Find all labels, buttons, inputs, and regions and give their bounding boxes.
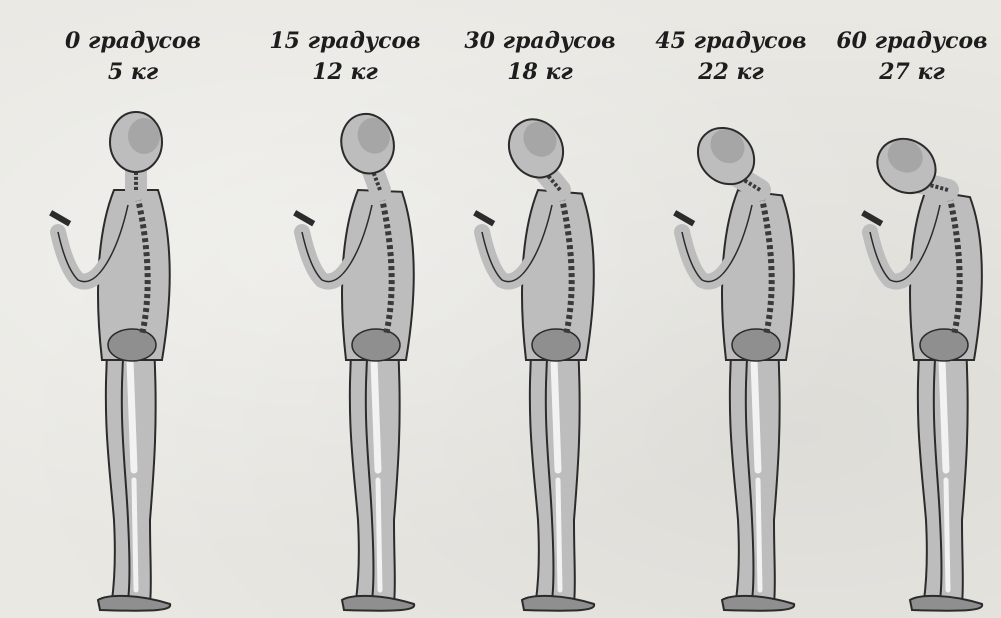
feet xyxy=(522,596,594,611)
phone-icon xyxy=(473,210,495,226)
tibia xyxy=(378,480,380,590)
tibia xyxy=(558,480,560,590)
pelvis xyxy=(108,329,156,361)
pelvis xyxy=(352,329,400,361)
feet xyxy=(342,596,414,611)
phone-icon xyxy=(861,210,883,226)
figure-3 xyxy=(673,116,794,610)
feet xyxy=(98,596,170,611)
tibia xyxy=(946,480,948,590)
pelvis xyxy=(532,329,580,361)
feet xyxy=(722,596,794,611)
pelvis xyxy=(732,329,780,361)
figure-1 xyxy=(293,108,414,611)
figure-2 xyxy=(473,109,594,610)
phone-icon xyxy=(293,210,315,226)
femur xyxy=(130,360,134,470)
femur xyxy=(754,360,758,470)
tibia xyxy=(758,480,760,590)
pelvis xyxy=(920,329,968,361)
figure-0 xyxy=(49,112,170,611)
femur xyxy=(374,360,378,470)
figure-4 xyxy=(861,128,982,610)
femur xyxy=(942,360,946,470)
femur xyxy=(554,360,558,470)
tibia xyxy=(134,480,136,590)
feet xyxy=(910,596,982,611)
skull-shade xyxy=(128,118,160,154)
phone-icon xyxy=(49,210,71,226)
phone-icon xyxy=(673,210,695,226)
